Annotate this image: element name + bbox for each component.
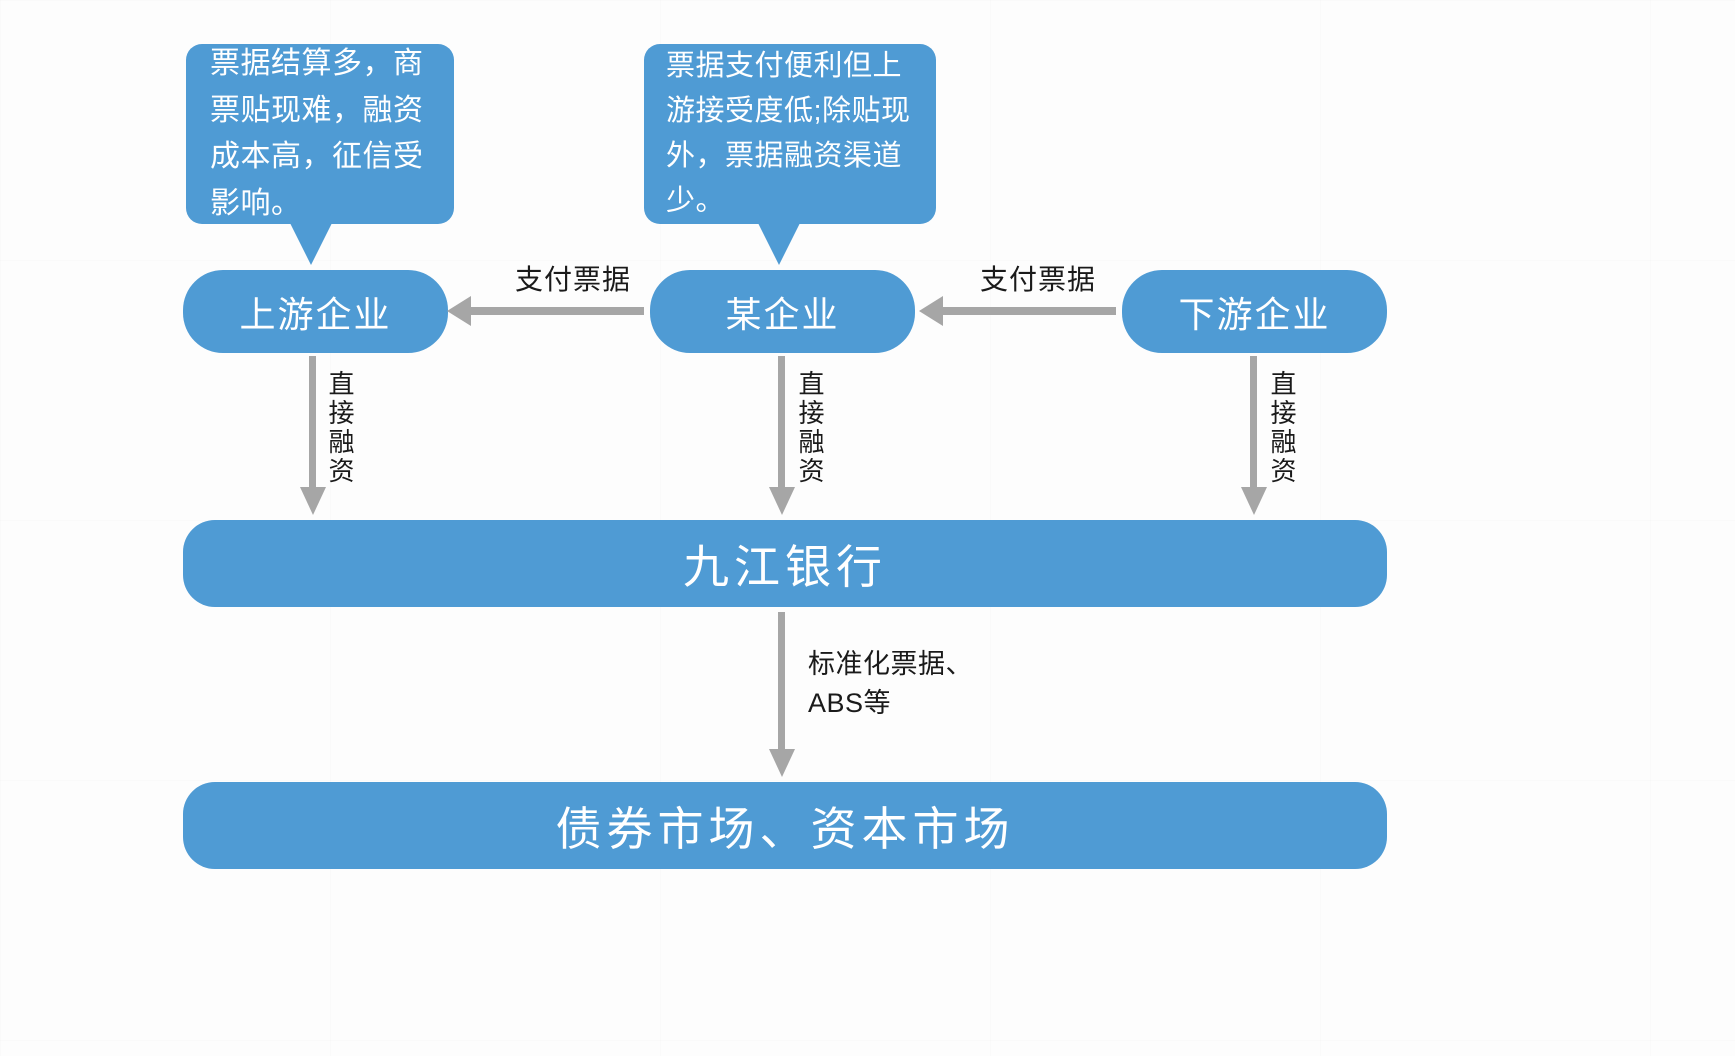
arrow-shaft (469, 307, 644, 315)
arrow-shaft (778, 612, 785, 751)
arrow-shaft (941, 307, 1116, 315)
node-company[interactable]: 某企业 (650, 270, 915, 353)
arrow-company-to-bank (769, 356, 795, 515)
node-downstream-enterprise[interactable]: 下游企业 (1122, 270, 1387, 353)
callout-tail-icon (758, 223, 800, 265)
arrow-shaft (778, 356, 785, 489)
edge-label-direct-finance-company: 直接融资 (795, 370, 825, 486)
arrow-head-icon (300, 487, 326, 515)
arrow-downstream-to-company (919, 296, 1116, 326)
arrow-head-icon (447, 296, 471, 326)
edge-label-direct-finance-upstream: 直接融资 (325, 370, 355, 486)
arrow-upstream-to-bank (300, 356, 326, 515)
edge-label-direct-finance-downstream: 直接融资 (1267, 370, 1297, 486)
arrow-downstream-to-bank (1241, 356, 1267, 515)
arrow-shaft (1250, 356, 1257, 489)
arrow-head-icon (1241, 487, 1267, 515)
callout-upstream-note: 票据结算多，商票贴现难，融资成本高，征信受影响。 (186, 44, 454, 265)
callout-company-note: 票据支付便利但上游接受度低;除贴现外，票据融资渠道少。 (644, 44, 936, 265)
node-upstream-enterprise[interactable]: 上游企业 (183, 270, 448, 353)
node-bond-capital-market[interactable]: 债券市场、资本市场 (183, 782, 1387, 869)
arrow-head-icon (919, 296, 943, 326)
node-jiujiang-bank[interactable]: 九江银行 (183, 520, 1387, 607)
node-downstream-label: 下游企业 (1178, 293, 1331, 335)
node-market-label: 债券市场、资本市场 (555, 802, 1015, 855)
callout-upstream-text: 票据结算多，商票贴现难，融资成本高，征信受影响。 (210, 47, 424, 220)
edge-label-pay-bill-2: 支付票据 (980, 264, 1097, 295)
node-company-label: 某企业 (725, 293, 840, 335)
arrow-shaft (309, 356, 316, 489)
node-bank-label: 九江银行 (683, 540, 887, 593)
node-upstream-label: 上游企业 (239, 293, 392, 335)
callout-tail-icon (290, 223, 332, 265)
arrow-company-to-upstream (447, 296, 644, 326)
edge-label-pay-bill-1: 支付票据 (515, 264, 632, 295)
callout-company-text: 票据支付便利但上游接受度低;除贴现外，票据融资渠道少。 (666, 50, 911, 217)
edge-label-securitization: 标准化票据、 ABS等 (808, 649, 973, 719)
arrow-head-icon (769, 749, 795, 777)
arrow-bank-to-market (769, 612, 795, 777)
arrow-head-icon (769, 487, 795, 515)
